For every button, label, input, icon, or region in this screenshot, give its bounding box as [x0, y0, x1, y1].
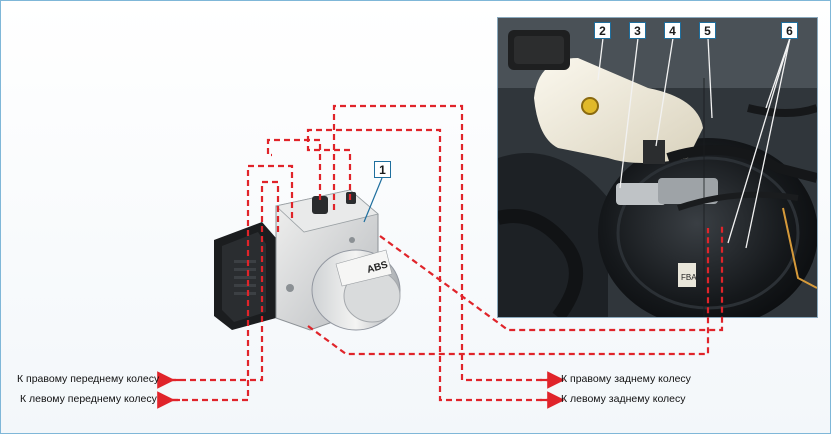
line-right-front	[168, 180, 280, 382]
line-left-rear	[266, 138, 322, 200]
callout-4: 4	[664, 22, 681, 39]
svg-text:FBA: FBA	[681, 273, 697, 282]
label-right-rear: К правому заднему колесу	[561, 373, 691, 385]
label-left-rear: К левому заднему колесу	[561, 393, 686, 405]
line-to-master-2	[307, 228, 710, 356]
line-to-master-1	[379, 226, 724, 332]
callout-2: 2	[594, 22, 611, 39]
callout-1: 1	[374, 161, 391, 178]
callout-3: 3	[629, 22, 646, 39]
line-top-loop	[332, 104, 552, 382]
line-right-rear	[306, 128, 552, 402]
line-left-front	[168, 164, 294, 402]
label-left-front: К левому переднему колесу	[20, 393, 157, 405]
callout-5: 5	[699, 22, 716, 39]
label-right-front: К правому переднему колесу	[17, 373, 160, 385]
callout-6: 6	[781, 22, 798, 39]
engine-bay-photo: FBA	[497, 17, 818, 318]
